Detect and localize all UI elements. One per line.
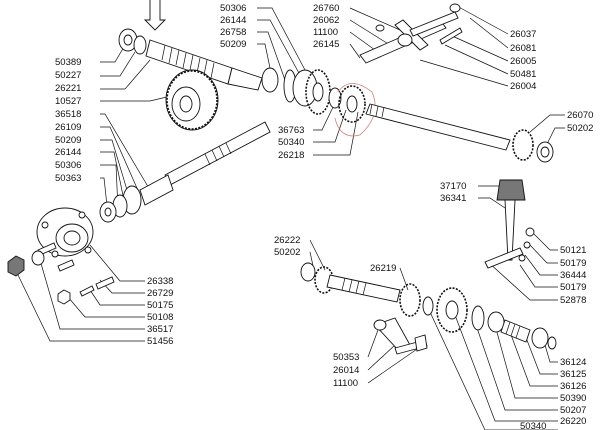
long-right-shaft bbox=[365, 103, 554, 163]
part-label: 10527 bbox=[55, 96, 81, 107]
part-label: 26062 bbox=[313, 15, 339, 26]
part-label: 50306 bbox=[220, 3, 246, 14]
part-label: 50209 bbox=[220, 39, 246, 50]
lower-lever bbox=[373, 317, 428, 355]
part-label: 26338 bbox=[147, 276, 173, 287]
center-mid-labels: 36763 50340 26218 bbox=[278, 125, 304, 161]
part-label: 50209 bbox=[55, 135, 81, 146]
left-group-labels: 50389 50227 26221 10527 36518 26109 5020… bbox=[55, 57, 81, 184]
bottom-left-labels: 26338 26729 50175 50108 36517 51456 bbox=[147, 276, 173, 347]
lever-right-labels: 50121 50179 36444 50179 52878 bbox=[560, 245, 586, 306]
part-label: 50207 bbox=[560, 405, 586, 416]
large-helical-gear bbox=[165, 69, 219, 131]
part-label: 36518 bbox=[55, 109, 81, 120]
part-label: 26222 bbox=[274, 235, 300, 246]
part-label: 26109 bbox=[55, 122, 81, 133]
part-label: 50363 bbox=[55, 173, 81, 184]
lower-shaft bbox=[300, 262, 557, 350]
top-right-mid-labels: 26760 26062 11100 26145 bbox=[313, 3, 339, 50]
part-label: 26037 bbox=[510, 29, 536, 40]
flange bbox=[7, 207, 115, 305]
part-label: 36124 bbox=[560, 357, 586, 368]
part-label: 50227 bbox=[55, 70, 81, 81]
part-label: 26005 bbox=[510, 56, 536, 67]
part-label: 26729 bbox=[147, 288, 173, 299]
selector-lever bbox=[484, 179, 535, 269]
part-label: 36517 bbox=[147, 324, 173, 335]
center-top-labels: 50306 26144 26758 50209 bbox=[220, 3, 246, 50]
part-label: 50306 bbox=[55, 160, 81, 171]
part-label: 26221 bbox=[55, 83, 81, 94]
part-label: 11100 bbox=[313, 27, 338, 38]
part-label: 36126 bbox=[560, 381, 586, 392]
left-shaft bbox=[99, 121, 271, 223]
part-label: 50390 bbox=[560, 393, 586, 404]
lever-labels: 37170 36341 bbox=[440, 181, 466, 204]
part-label: 26218 bbox=[278, 150, 304, 161]
center-gears bbox=[292, 69, 376, 137]
part-label: 36444 bbox=[560, 270, 586, 281]
part-label: 52878 bbox=[560, 295, 586, 306]
part-label: 26760 bbox=[313, 3, 339, 14]
right-shaft-labels: 26070 50202 bbox=[567, 110, 593, 134]
part-label: 50340 bbox=[520, 421, 546, 430]
lower-lever-labels: 50353 26014 11100 bbox=[333, 352, 359, 389]
part-label: 50202 bbox=[567, 123, 593, 134]
bottom-right-labels: 36124 36125 36126 50390 50207 26220 5034… bbox=[520, 357, 586, 430]
part-label: 11100 bbox=[333, 378, 358, 389]
part-label: 36125 bbox=[560, 369, 586, 380]
part-label: 36341 bbox=[440, 193, 466, 204]
part-label: 50202 bbox=[274, 247, 300, 258]
part-label: 36763 bbox=[278, 125, 304, 136]
part-label: 26219 bbox=[370, 263, 396, 274]
part-label: 50179 bbox=[560, 258, 586, 269]
part-label: 26081 bbox=[510, 43, 536, 54]
part-label: 26004 bbox=[510, 81, 536, 92]
part-label: 26144 bbox=[55, 147, 81, 158]
part-label: 26758 bbox=[220, 27, 246, 38]
part-label: 26070 bbox=[567, 110, 593, 121]
shift-fork bbox=[359, 3, 463, 64]
leader-lines bbox=[17, 4, 565, 430]
part-label: 37170 bbox=[440, 181, 466, 192]
top-right-labels: 26037 26081 26005 50481 26004 bbox=[510, 29, 536, 92]
part-label: 50175 bbox=[147, 300, 173, 311]
part-label: 50481 bbox=[510, 69, 536, 80]
part-label: 26220 bbox=[560, 416, 586, 427]
part-label: 50340 bbox=[278, 137, 304, 148]
arrow-icon bbox=[143, 0, 167, 31]
lower-shaft-labels: 26222 50202 26219 bbox=[274, 235, 396, 274]
part-label: 26014 bbox=[333, 365, 359, 376]
part-label: 26145 bbox=[313, 39, 339, 50]
part-label: 50179 bbox=[560, 282, 586, 293]
part-label: 51456 bbox=[147, 336, 173, 347]
part-label: 50389 bbox=[55, 57, 81, 68]
part-drawings bbox=[7, 0, 557, 355]
part-label: 50121 bbox=[560, 245, 586, 256]
part-label: 50353 bbox=[333, 352, 359, 363]
part-label: 26144 bbox=[220, 15, 246, 26]
part-label: 50108 bbox=[147, 312, 173, 323]
upper-shaft bbox=[118, 28, 297, 103]
